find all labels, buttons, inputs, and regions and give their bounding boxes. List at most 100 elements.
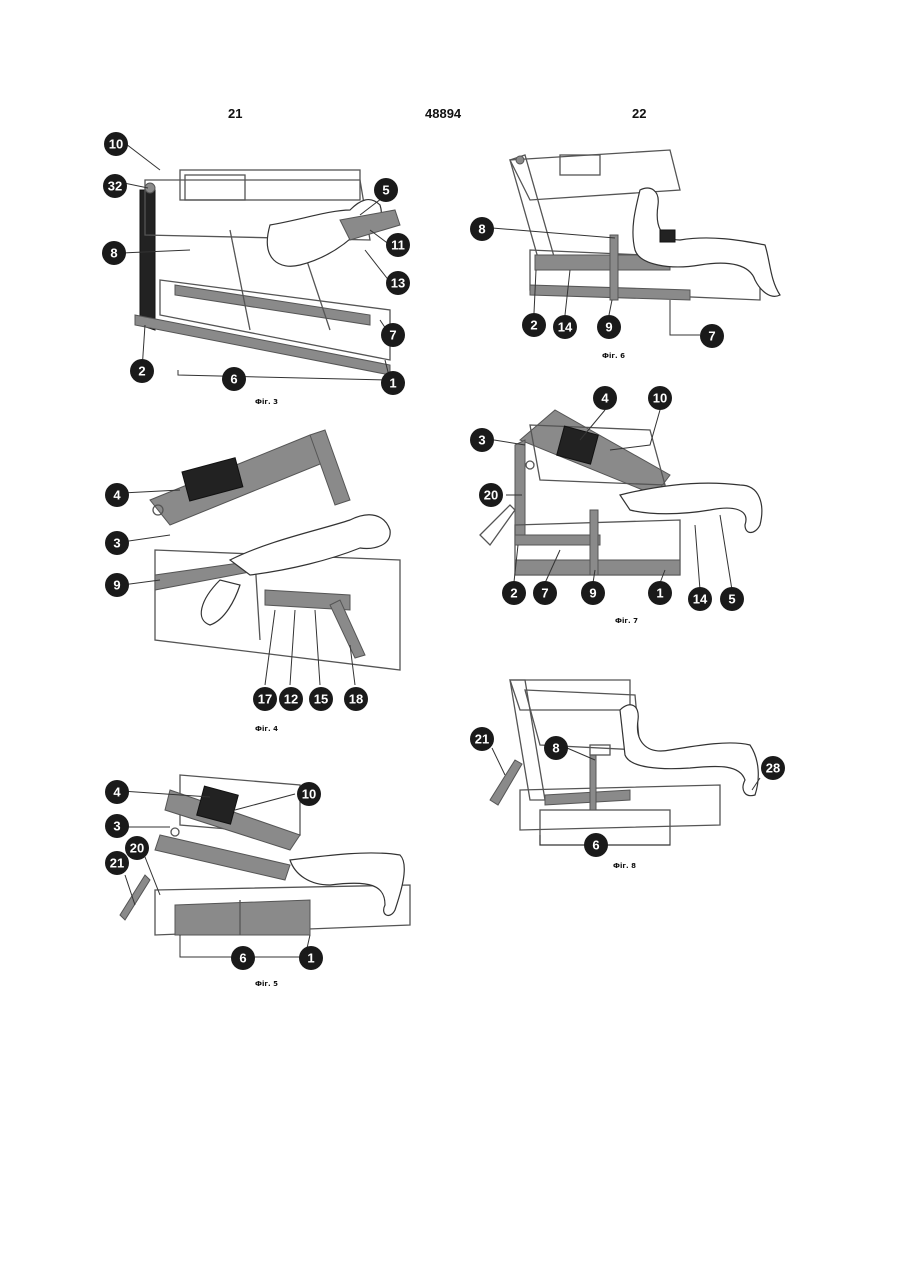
figure-7-caption: Фіг. 7: [615, 617, 638, 625]
figure-8-labels: [470, 650, 790, 880]
figure-4-caption: Фіг. 4: [255, 725, 278, 733]
svg-text:3: 3: [113, 536, 120, 551]
svg-text:7: 7: [708, 329, 715, 344]
patent-number: 48894: [425, 106, 461, 121]
label-badge: 1: [298, 945, 324, 971]
label-badge: 5: [719, 586, 745, 612]
label-badge: 2: [501, 580, 527, 606]
svg-text:3: 3: [113, 819, 120, 834]
svg-text:1: 1: [656, 586, 663, 601]
label-badge: 2: [129, 358, 155, 384]
label-badge: 14: [552, 314, 578, 340]
label-badge: 17: [252, 686, 278, 712]
label-badge: 8: [469, 216, 495, 242]
label-badge: 7: [532, 580, 558, 606]
svg-text:11: 11: [391, 238, 405, 253]
figure-7: 4 10 3 20 2 7 9 1 14 5 Фіг. 7: [470, 385, 790, 630]
svg-text:5: 5: [728, 592, 735, 607]
svg-text:6: 6: [230, 372, 237, 387]
svg-text:1: 1: [307, 951, 314, 966]
label-badge: 21: [469, 726, 495, 752]
svg-text:9: 9: [589, 586, 596, 601]
label-badge: 15: [308, 686, 334, 712]
figure-3: 10 32 5 8 11 13 7 2 6 1 Фіг. 3: [100, 130, 420, 400]
figure-4: 4 3 9 17 12 15 18 Фіг. 4: [100, 430, 420, 735]
svg-text:20: 20: [130, 841, 144, 856]
label-badge: 9: [104, 572, 130, 598]
svg-text:17: 17: [258, 692, 272, 707]
label-badge: 20: [478, 482, 504, 508]
label-badge: 5: [373, 177, 399, 203]
svg-text:7: 7: [541, 586, 548, 601]
svg-text:15: 15: [314, 692, 328, 707]
svg-text:6: 6: [239, 951, 246, 966]
svg-text:32: 32: [108, 179, 122, 194]
svg-text:6: 6: [592, 838, 599, 853]
label-badge: 6: [221, 366, 247, 392]
svg-text:12: 12: [284, 692, 298, 707]
label-badge: 1: [647, 580, 673, 606]
figure-8-caption: Фіг. 8: [613, 862, 636, 870]
label-badge: 10: [103, 131, 129, 157]
label-badge: 32: [102, 173, 128, 199]
svg-text:20: 20: [484, 488, 498, 503]
svg-text:2: 2: [530, 318, 537, 333]
svg-text:3: 3: [478, 433, 485, 448]
svg-text:4: 4: [113, 785, 121, 800]
label-badge: 10: [296, 781, 322, 807]
label-badge: 6: [230, 945, 256, 971]
svg-text:4: 4: [601, 391, 609, 406]
svg-text:21: 21: [475, 732, 489, 747]
figure-5-labels: [100, 765, 420, 995]
label-badge: 10: [647, 385, 673, 411]
svg-text:9: 9: [605, 320, 612, 335]
svg-text:18: 18: [349, 692, 363, 707]
svg-text:8: 8: [552, 741, 559, 756]
svg-text:8: 8: [110, 246, 117, 261]
figure-6-labels: [470, 130, 790, 365]
svg-text:9: 9: [113, 578, 120, 593]
label-badge: 9: [580, 580, 606, 606]
label-badge: 12: [278, 686, 304, 712]
figure-8: 21 8 28 6 Фіг. 8: [470, 650, 790, 880]
svg-text:10: 10: [302, 787, 316, 802]
svg-text:10: 10: [109, 137, 123, 152]
svg-text:2: 2: [138, 364, 145, 379]
label-badge: 3: [104, 530, 130, 556]
page-number-right: 22: [632, 106, 646, 121]
page-number-left: 21: [228, 106, 242, 121]
svg-text:28: 28: [766, 761, 780, 776]
label-badge: 21: [104, 850, 130, 876]
svg-text:10: 10: [653, 391, 667, 406]
label-badge: 3: [469, 427, 495, 453]
svg-text:8: 8: [478, 222, 485, 237]
label-badge: 28: [760, 755, 786, 781]
svg-text:1: 1: [389, 376, 396, 391]
label-badge: 13: [385, 270, 411, 296]
svg-text:4: 4: [113, 488, 121, 503]
figure-5-caption: Фіг. 5: [255, 980, 278, 988]
svg-text:21: 21: [110, 856, 124, 871]
label-badge: 4: [104, 482, 130, 508]
figure-3-caption: Фіг. 3: [255, 398, 278, 406]
figure-6-caption: Фіг. 6: [602, 352, 625, 360]
label-badge: 8: [101, 240, 127, 266]
label-badge: 4: [104, 779, 130, 805]
svg-text:7: 7: [389, 328, 396, 343]
label-badge: 6: [583, 832, 609, 858]
label-badge: 4: [592, 385, 618, 411]
svg-text:5: 5: [382, 183, 389, 198]
label-badge: 11: [385, 232, 411, 258]
figure-6: 8 2 14 9 7 Фіг. 6: [470, 130, 790, 365]
label-badge: 18: [343, 686, 369, 712]
svg-text:14: 14: [558, 320, 573, 335]
svg-text:14: 14: [693, 592, 708, 607]
label-badge: 7: [699, 323, 725, 349]
label-badge: 9: [596, 314, 622, 340]
label-badge: 14: [687, 586, 713, 612]
label-badge: 8: [543, 735, 569, 761]
label-badge: 2: [521, 312, 547, 338]
label-badge: 7: [380, 322, 406, 348]
svg-text:2: 2: [510, 586, 517, 601]
figure-5: 4 10 3 20 21 6 1 Фіг. 5: [100, 765, 420, 995]
